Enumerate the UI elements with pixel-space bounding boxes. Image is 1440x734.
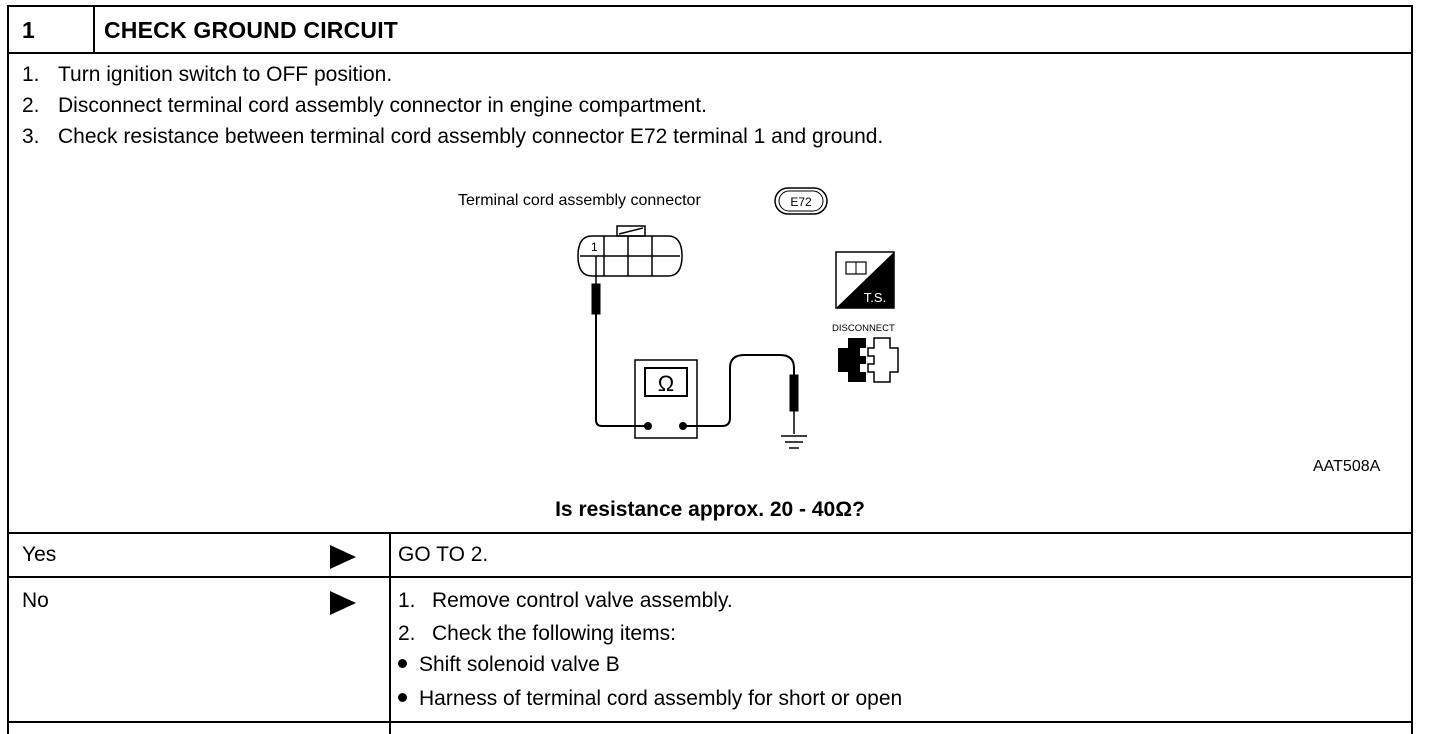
step-number: 1 <box>22 17 35 43</box>
answer-yes-label: Yes <box>22 543 57 566</box>
left-probe <box>591 256 648 427</box>
connector-code: E72 <box>790 195 812 209</box>
connector-code-badge: E72 <box>774 187 828 215</box>
procedure-table <box>7 5 1413 734</box>
result-step-text: Check the following items: <box>432 622 676 645</box>
disconnect-icon: DISCONNECT <box>832 323 899 383</box>
disconnect-label: DISCONNECT <box>832 323 895 334</box>
instruction-number: 2. <box>22 94 40 117</box>
step-number-divider <box>93 5 95 54</box>
check-item: Harness of terminal cord assembly for sh… <box>398 687 902 711</box>
ts-label: T.S. <box>864 290 886 305</box>
header-divider <box>7 52 1413 54</box>
instruction-text: Disconnect terminal cord assembly connec… <box>58 94 707 117</box>
answer-column-divider <box>389 532 391 734</box>
result-step-number: 1. <box>398 589 416 612</box>
instruction-item: 2. Disconnect terminal cord assembly conn… <box>22 94 707 118</box>
instruction-number: 3. <box>22 125 40 148</box>
connector-label: Terminal cord assembly connector <box>458 192 701 209</box>
check-item-text: Shift solenoid valve B <box>419 653 620 676</box>
figure-id: AAT508A <box>1313 458 1381 475</box>
right-probe <box>683 354 799 434</box>
instruction-text: Turn ignition switch to OFF position. <box>58 63 393 86</box>
result-step-number: 2. <box>398 622 416 645</box>
bullet-icon <box>398 658 407 668</box>
result-step: 2. Check the following items: <box>398 622 676 646</box>
connector-icon <box>577 225 683 277</box>
question-divider <box>7 532 1413 534</box>
bottom-divider <box>7 721 1413 723</box>
bullet-icon <box>398 692 407 702</box>
arrow-right-icon <box>330 545 356 569</box>
result-step: 1. Remove control valve assembly. <box>398 589 733 613</box>
instruction-number: 1. <box>22 63 40 86</box>
ground-icon <box>781 435 807 449</box>
instruction-text: Check resistance between terminal cord a… <box>58 125 884 148</box>
diagnostic-question: Is resistance approx. 20 - 40Ω? <box>555 498 865 521</box>
instruction-item: 3. Check resistance between terminal cord… <box>22 125 883 149</box>
step-title: CHECK GROUND CIRCUIT <box>104 17 399 43</box>
troubleshooting-icon: T.S. <box>835 251 895 309</box>
answer-divider <box>7 576 1413 578</box>
instruction-item: 1. Turn ignition switch to OFF position. <box>22 63 392 87</box>
result-step-text: Remove control valve assembly. <box>432 589 733 612</box>
meter-symbol: Ω <box>658 371 674 396</box>
arrow-right-icon <box>330 591 356 615</box>
check-item-text: Harness of terminal cord assembly for sh… <box>419 687 903 710</box>
answer-yes-result: GO TO 2. <box>398 543 489 566</box>
pin-label: 1 <box>591 240 598 254</box>
answer-no-label: No <box>22 589 49 612</box>
check-item: Shift solenoid valve B <box>398 653 620 677</box>
ohmmeter-icon: Ω <box>634 359 698 439</box>
